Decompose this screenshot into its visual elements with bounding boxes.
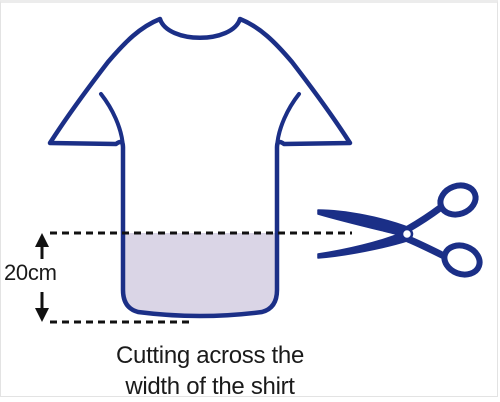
measurement-label: 20cm [4, 260, 57, 286]
caption-line-2: width of the shirt [60, 371, 360, 402]
scissors-icon [318, 181, 484, 280]
cut-region [123, 233, 277, 316]
caption-line-1: Cutting across the [60, 340, 360, 371]
diagram-caption: Cutting across the width of the shirt [60, 340, 360, 402]
